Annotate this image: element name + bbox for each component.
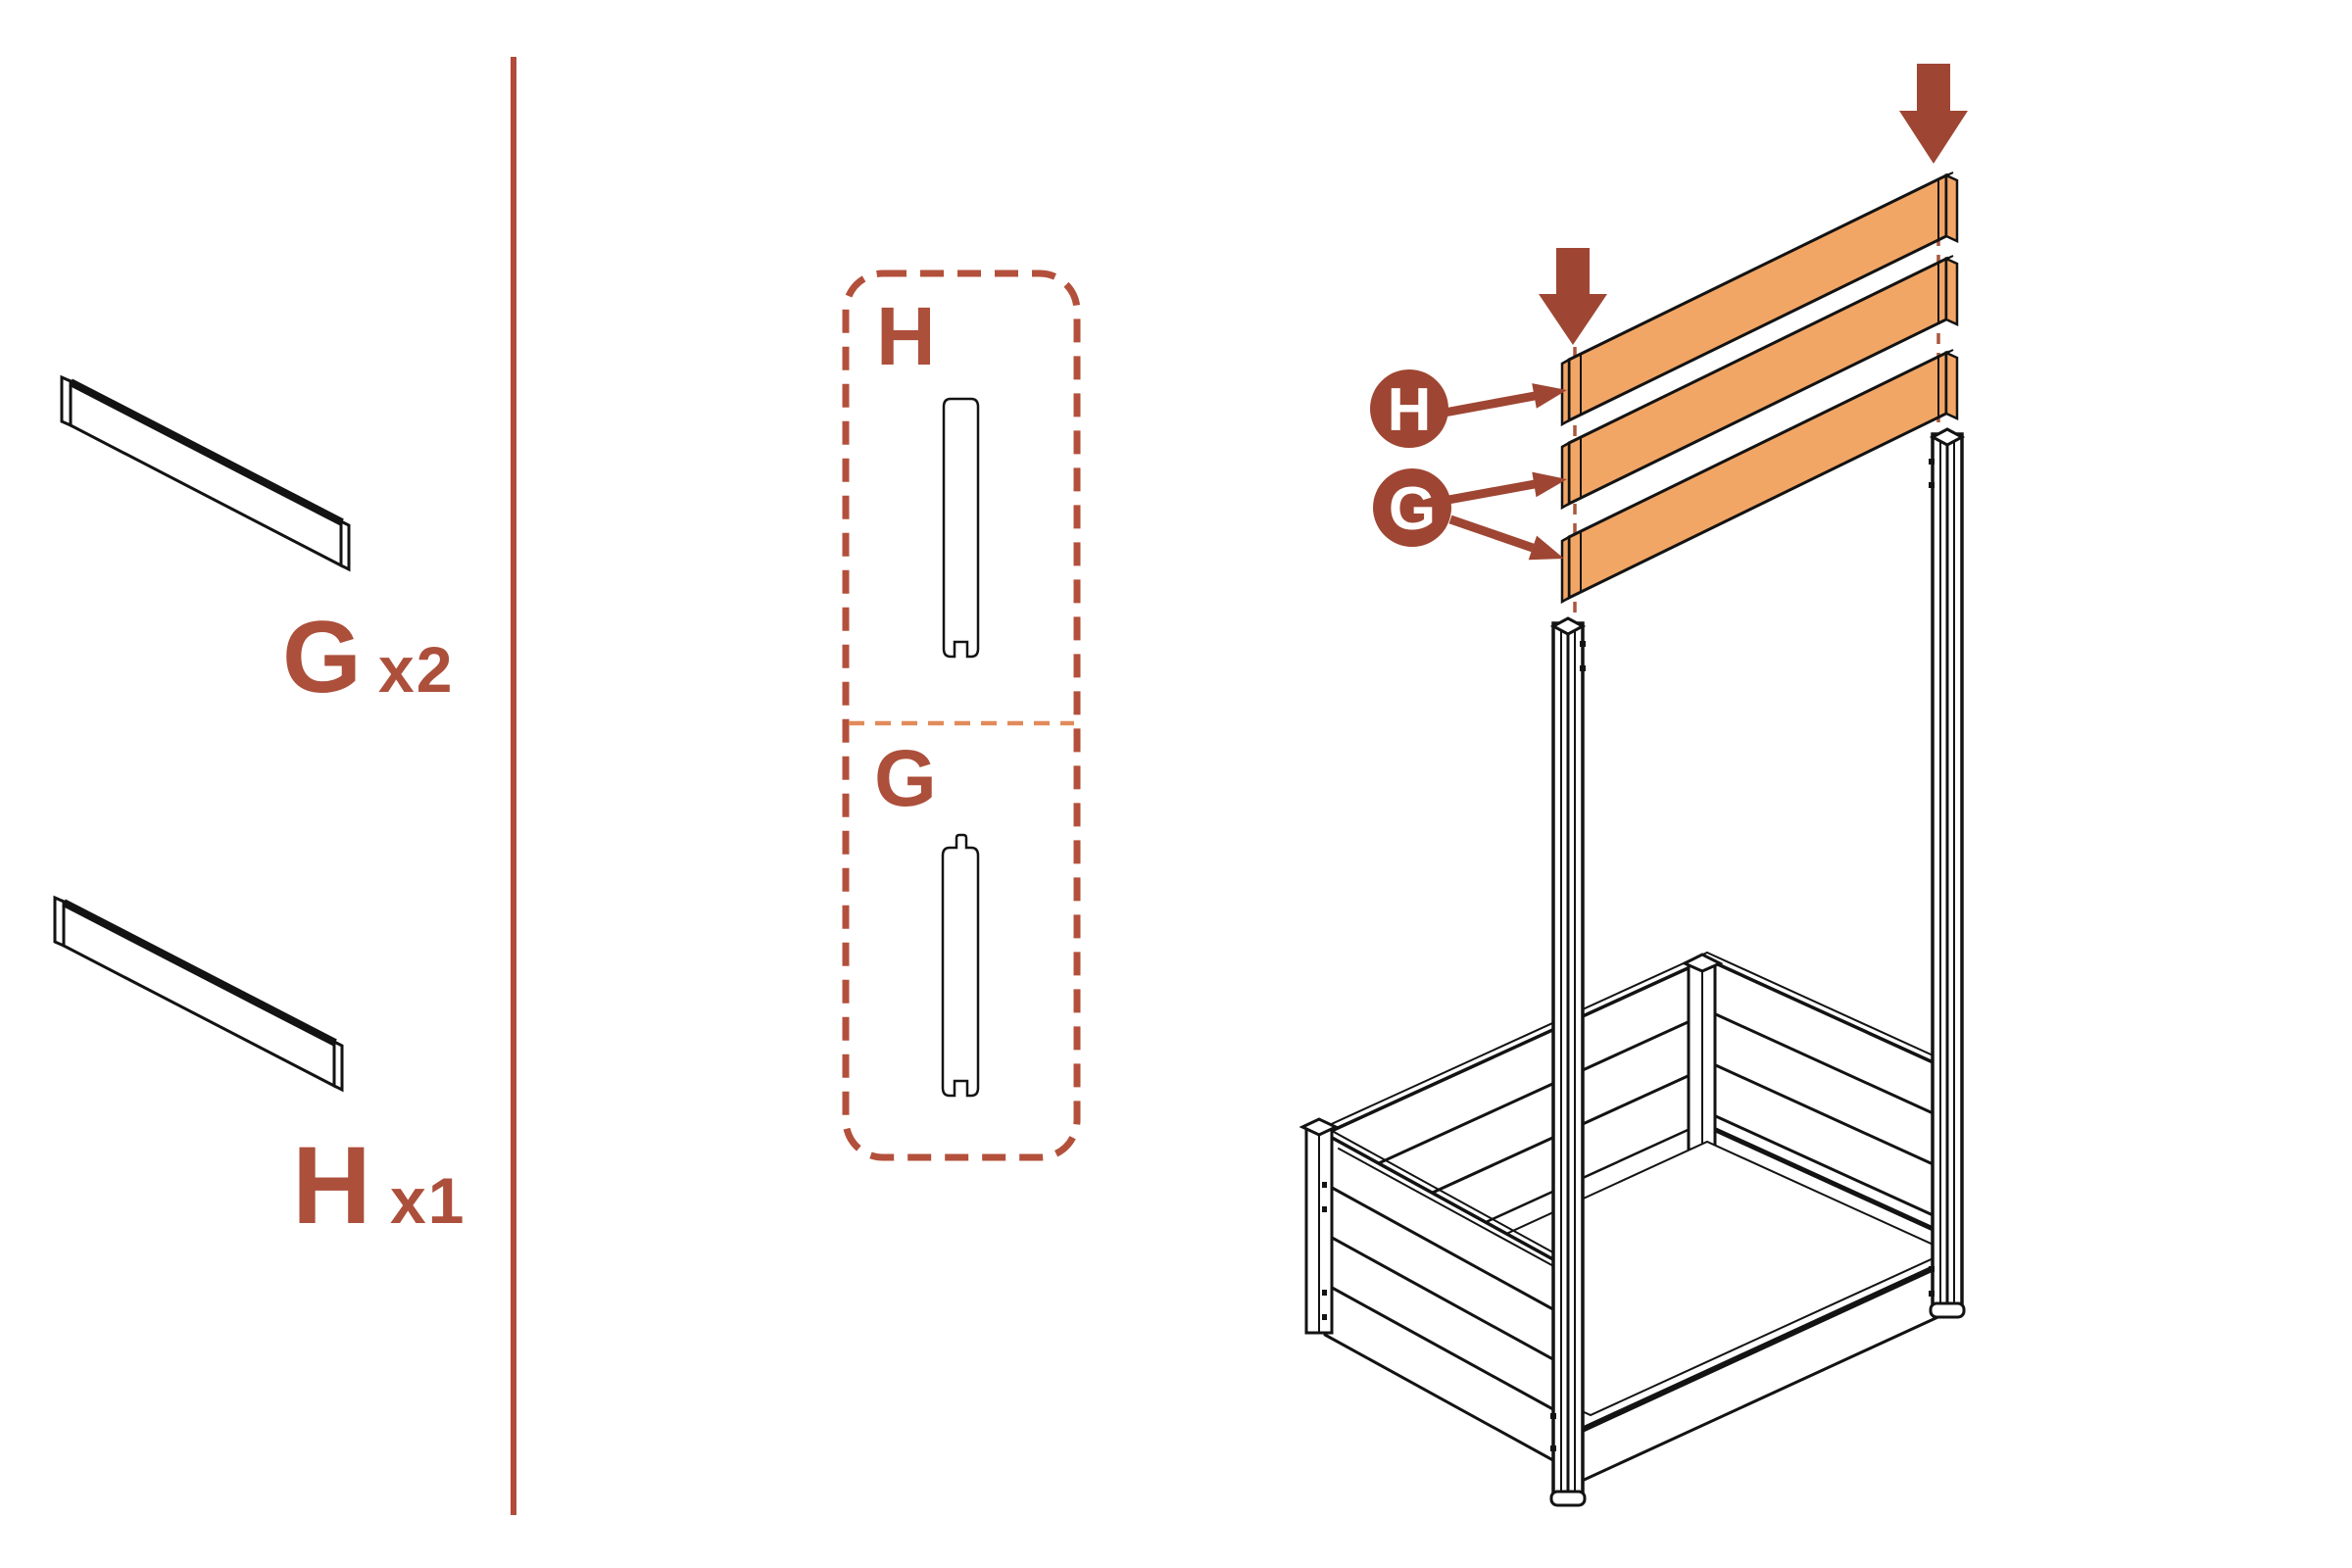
callout-g-arrow-line-2 [1448, 514, 1535, 553]
part-qty-h: x1 [390, 1164, 466, 1237]
board-h-top [1560, 172, 1959, 427]
callout-g-label: G [1389, 475, 1436, 543]
post-left-foot [1549, 1490, 1587, 1507]
board-h-right-cap [1944, 173, 1959, 243]
callout-g-badge [1373, 468, 1451, 547]
part-letter-h: H [292, 1124, 371, 1247]
callout-g: G [1373, 468, 1567, 561]
profile-panel-dashed-border [842, 270, 1081, 1161]
board-g-left-cap [60, 374, 73, 428]
profile-label-h: H [876, 290, 936, 382]
part-qty-g: x2 [378, 633, 454, 706]
planter-wall-sw [1323, 1126, 1582, 1477]
arrow-down-icon [1539, 248, 1607, 345]
part-letter-g: G [282, 601, 362, 714]
board-g-bottom [1560, 349, 1959, 605]
planter-box [1298, 952, 1960, 1484]
board-g-middle-right-cap [1944, 257, 1959, 326]
post-left-cap [1549, 616, 1587, 636]
callout-g-arrow-head-1 [1532, 471, 1567, 498]
callout-h-label: H [1388, 376, 1432, 444]
board-g-middle-left-cap [1560, 440, 1571, 511]
board-h-face [62, 899, 336, 1089]
part-board-h [53, 895, 344, 1093]
profile-h-shape [942, 397, 980, 659]
board-g-bottom-right-cap [1944, 351, 1959, 420]
post-right-cap [1929, 427, 1966, 447]
profile-g-shape [941, 833, 980, 1098]
post-right-foot [1929, 1301, 1966, 1319]
board-g-top-edge [69, 378, 344, 526]
part-board-g [60, 374, 351, 572]
assembly-illustration: H G [1298, 64, 1968, 1507]
post-right [1929, 427, 1966, 1319]
profile-label-g: G [874, 734, 937, 823]
board-g-bottom-left-cap [1560, 534, 1571, 605]
callout-h-arrow-head [1532, 383, 1567, 409]
parts-list: G x2 H x1 [53, 374, 466, 1247]
callout-g-arrow-line-1 [1447, 479, 1536, 505]
board-g-right-cap [339, 518, 351, 572]
profile-panel: H G [842, 270, 1081, 1161]
post-left [1549, 616, 1587, 1507]
board-h-left-cap [53, 895, 66, 949]
planter-corner-post-back [1681, 953, 1724, 1152]
board-h-left-cap [1560, 357, 1571, 427]
board-h-top-edge [62, 899, 337, 1047]
callout-g-arrow-head-2 [1528, 535, 1564, 561]
callout-h-badge [1370, 369, 1448, 448]
board-g-middle [1560, 255, 1959, 511]
planter-rail-se [1577, 1254, 1960, 1484]
board-h-right-cap [332, 1039, 344, 1093]
callout-h: H [1370, 369, 1567, 448]
board-g-face [69, 378, 343, 568]
planter-corner-post-left [1298, 1117, 1340, 1335]
arrow-down-icon [1899, 64, 1968, 164]
callout-h-arrow-line [1444, 391, 1536, 417]
planter-wall-ne [1704, 952, 1953, 1240]
